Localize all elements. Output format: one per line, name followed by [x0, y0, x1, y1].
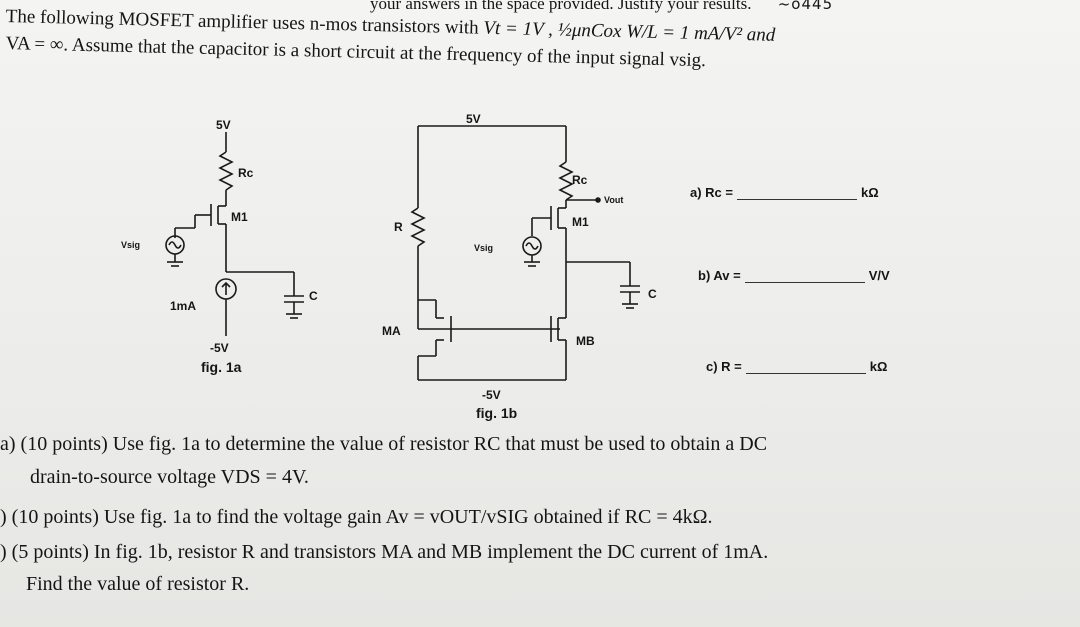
fig1a-c-label: C [309, 289, 318, 303]
question-c-line-2: Find the value of resistor R. [26, 573, 249, 596]
question-a-line-2: drain-to-source voltage VDS = 4V. [30, 466, 309, 489]
fig1b-vout-label: Vout [604, 195, 623, 205]
fig1b-r-resistor [410, 207, 426, 247]
answer-a-unit: kΩ [861, 185, 879, 200]
fig1a-vdd-label: 5V [216, 118, 231, 132]
fig1b-m1-label: M1 [572, 215, 589, 229]
question-b-line: ) (10 points) Use fig. 1a to find the vo… [0, 506, 713, 529]
fig1a-caption: fig. 1a [201, 359, 242, 375]
top-fragment-line: your answers in the space provided. Just… [370, 0, 833, 14]
question-b-text: ) (10 points) Use fig. 1a to find the vo… [0, 506, 713, 528]
answer-a-field[interactable]: a) Rc = kΩ [690, 185, 879, 200]
fig1b-ma-label: MA [382, 324, 401, 338]
answer-b-field[interactable]: b) Av = V/V [698, 268, 890, 283]
fig1b-vsig-label: Vsig [474, 243, 493, 253]
fig1b-c-label: C [648, 287, 657, 301]
fig1b-rc-resistor [558, 161, 574, 201]
fig1a-vss-label: -5V [210, 341, 229, 355]
handwritten-note: ~o445 [777, 0, 834, 13]
question-a-line-1: a) (10 points) Use fig. 1a to determine … [0, 433, 767, 456]
answer-b-blank[interactable] [744, 282, 865, 283]
fig1b-vss-label: -5V [482, 388, 501, 402]
fig1a-rc-label: Rc [238, 166, 254, 180]
answer-c-blank[interactable] [745, 373, 866, 374]
answer-b-unit: V/V [868, 268, 890, 283]
answer-a-label: a) Rc = [690, 185, 733, 200]
fig1b-vdd-label: 5V [466, 112, 481, 126]
fig1b-r-label: R [394, 220, 403, 234]
answer-a-blank[interactable] [737, 199, 857, 200]
answer-c-label: c) R = [706, 359, 742, 374]
question-a-text-1: a) (10 points) Use fig. 1a to determine … [0, 433, 768, 455]
answer-b-label: b) Av = [698, 268, 741, 283]
fig1b-rc-label: Rc [572, 173, 588, 187]
question-a-text-2: drain-to-source voltage VDS = 4V. [30, 466, 309, 488]
question-c-text-1: ) (5 points) In fig. 1b, resistor R and … [0, 541, 769, 563]
fig1a-m1-label: M1 [231, 210, 248, 224]
answer-c-field[interactable]: c) R = kΩ [706, 359, 887, 374]
question-c-line-1: ) (5 points) In fig. 1b, resistor R and … [0, 541, 768, 564]
fig1b-caption: fig. 1b [476, 405, 517, 421]
fig1a-vsig-label: Vsig [121, 240, 140, 250]
fig1b-mb-label: MB [576, 334, 595, 348]
fig1a-current-label: 1mA [170, 299, 196, 313]
answer-c-unit: kΩ [869, 359, 888, 374]
fig1a-rc-resistor [218, 151, 234, 191]
header-fragment: your answers in the space provided. Just… [370, 0, 752, 13]
question-c-text-2: Find the value of resistor R. [26, 573, 250, 595]
